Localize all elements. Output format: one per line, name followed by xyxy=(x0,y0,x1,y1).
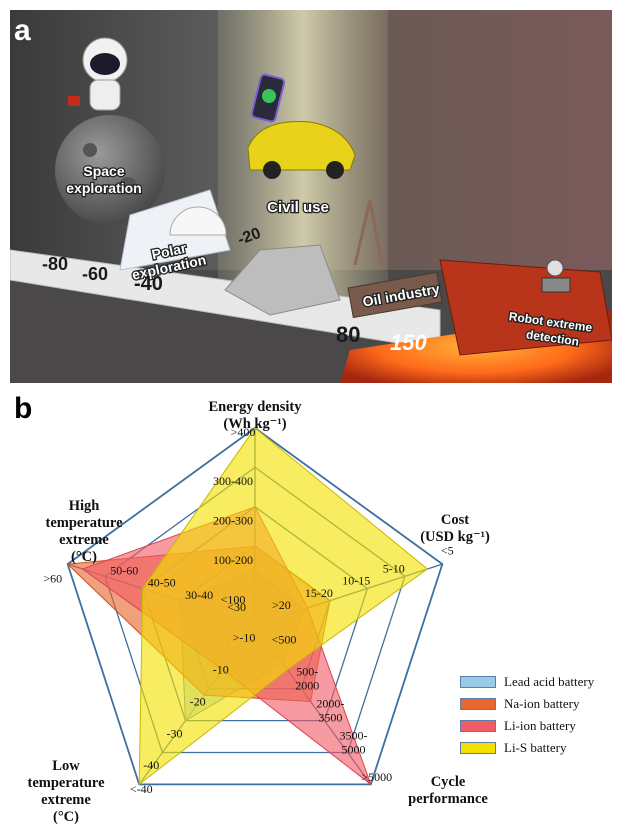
radar-tick-label: 3500-5000 xyxy=(340,728,368,756)
legend-label: Na-ion battery xyxy=(504,696,580,711)
radar-tick-label: >400 xyxy=(231,425,256,439)
legend-swatch xyxy=(460,742,496,754)
battery-radar-chart: <100 100-200 200-300 300-400 >400 >20 15-20 10-… xyxy=(27,399,489,825)
legend-swatch xyxy=(460,698,496,710)
radar-series-layer xyxy=(66,427,429,786)
panel-label-b: b xyxy=(14,392,33,425)
radar-tick-label: -30 xyxy=(166,726,182,740)
radar-tick-label: 300-400 xyxy=(213,474,253,488)
radar-tick-label: 15-20 xyxy=(305,586,333,600)
civil-use-label: Civil use xyxy=(267,199,329,216)
radar-tick-label: -40<-40 xyxy=(130,758,159,796)
radar-tick-label: 50-60 xyxy=(110,564,138,578)
radar-tick-label: <100 xyxy=(221,592,246,606)
scale-tick: -60 xyxy=(82,264,108,284)
radar-tick-label: <500 xyxy=(272,633,297,647)
chart-legend: Lead acid battery Na-ion battery Li-ion … xyxy=(460,671,630,759)
radar-tick-label: 10-15 xyxy=(342,574,370,588)
radar-axis-title: Cost(USD kg⁻¹) xyxy=(420,512,490,545)
radar-tick-label: 40-50 xyxy=(148,576,176,590)
scale-tick: -40 xyxy=(134,273,163,295)
svg-text:exploration: exploration xyxy=(66,180,141,196)
space-exploration-label: Space xyxy=(83,163,124,179)
application-scene-illustration: Space exploration Polar exploration Civi… xyxy=(10,10,612,383)
radar-tick-label: 5-10 xyxy=(383,562,405,576)
radar-tick-label: >-10 xyxy=(233,631,256,645)
radar-tick-label: >5000 xyxy=(361,770,392,784)
radar-tick-label: <5 xyxy=(441,543,454,557)
legend-swatch xyxy=(460,720,496,732)
radar-tick-label: -20 xyxy=(190,694,206,708)
scale-tick: -20 xyxy=(236,225,264,249)
legend-label: Li-ion battery xyxy=(504,718,576,733)
legend-label: Lead acid battery xyxy=(504,674,595,689)
scale-tick: 150 xyxy=(390,330,427,355)
legend-label: Li-S battery xyxy=(504,740,567,755)
radar-tick-label: 200-300 xyxy=(213,514,253,528)
legend-item: Na-ion battery xyxy=(460,693,630,715)
radar-tick-label: 500-2000 xyxy=(295,665,319,693)
scale-tick: -80 xyxy=(42,254,68,274)
radar-tick-label: 30-40 xyxy=(185,588,213,602)
radar-tick-label: >20 xyxy=(272,598,291,612)
radar-axis-title: Energy density(Wh kg⁻¹) xyxy=(208,399,302,432)
scale-tick: 80 xyxy=(336,322,360,347)
radar-tick-label: -10 xyxy=(213,663,229,677)
radar-tick-labels: <100 100-200 200-300 300-400 >400 >20 15-20 10-… xyxy=(43,425,453,796)
radar-tick-label: >60 xyxy=(43,571,62,585)
legend-item: Li-S battery xyxy=(460,737,630,759)
panel-label-a: a xyxy=(14,14,31,47)
radar-axis-titles: Energy density(Wh kg⁻¹) Cost(USD kg⁻¹) Cyc… xyxy=(27,399,489,825)
legend-item: Lead acid battery xyxy=(460,671,630,693)
radar-tick-label: 100-200 xyxy=(213,553,253,567)
legend-item: Li-ion battery xyxy=(460,715,630,737)
legend-swatch xyxy=(460,676,496,688)
radar-tick-label: <30 xyxy=(227,600,246,614)
radar-grid-ring xyxy=(66,426,444,786)
radar-series-li-s-battery xyxy=(138,427,429,786)
radar-tick-label: 2000-3500 xyxy=(316,696,344,724)
